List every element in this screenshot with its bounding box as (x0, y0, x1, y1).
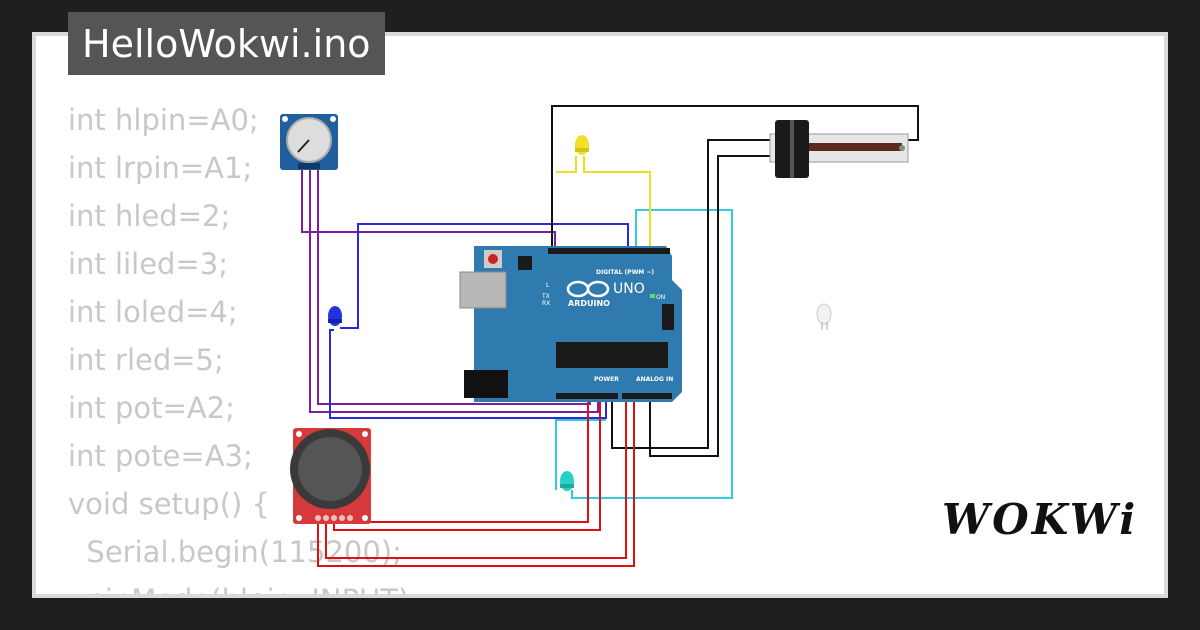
wire-red[interactable] (341, 396, 589, 523)
wire-red[interactable] (333, 396, 601, 531)
analog-header (622, 393, 672, 399)
power-header (556, 393, 618, 399)
code-line: Serial.begin(115200); (68, 535, 402, 569)
code-line: int hlpin=A0; (68, 103, 259, 137)
wire-black[interactable] (649, 155, 770, 457)
wire-blue[interactable] (329, 329, 607, 419)
rotary-potentiometer[interactable] (280, 114, 338, 170)
code-line: int lrpin=A1; (68, 151, 253, 185)
wire-cyan[interactable] (571, 209, 733, 499)
code-line: int liled=3; (68, 247, 228, 281)
power-jack (464, 370, 508, 398)
circuit-diagram[interactable]: ARDUINO UNO DIGITAL (PWM ~) POWER ANALOG… (36, 36, 1164, 594)
wire-purple[interactable] (309, 170, 599, 413)
led-yellow[interactable] (575, 135, 589, 155)
slide-potentiometer[interactable] (769, 120, 909, 178)
reset-button[interactable] (488, 254, 498, 264)
code-line: pinMode(hlpin, INPUT); (68, 576, 419, 594)
wire-red[interactable] (325, 396, 627, 559)
file-title: HelloWokwi.ino (82, 21, 371, 66)
board-brand: ARDUINO (568, 299, 610, 308)
code-line: int rled=5; (68, 343, 224, 377)
on-label: ON (656, 294, 665, 301)
wokwi-logo: WOKWi (942, 495, 1139, 544)
simulation-canvas[interactable]: int hlpin=A0; int lrpin=A1; int hled=2; … (36, 36, 1164, 594)
digital-header (548, 248, 670, 254)
analog-label: ANALOG IN (636, 376, 673, 383)
code-preview: int hlpin=A0; int lrpin=A1; int hled=2; … (68, 96, 419, 594)
analog-joystick[interactable] (290, 428, 371, 524)
wire-yellow[interactable] (556, 156, 577, 173)
board-model: UNO (613, 281, 645, 297)
usb-port (459, 271, 507, 309)
led-white[interactable] (816, 303, 832, 330)
led-cyan[interactable] (560, 471, 574, 491)
tx-label: TX (541, 293, 550, 300)
file-title-box: HelloWokwi.ino (68, 12, 385, 75)
microcontroller-chip (556, 342, 668, 368)
arduino-uno[interactable]: ARDUINO UNO DIGITAL (PWM ~) POWER ANALOG… (459, 246, 682, 402)
digital-label: DIGITAL (PWM ~) (596, 269, 654, 276)
wire-cyan[interactable] (555, 419, 606, 490)
power-label: POWER (594, 376, 619, 383)
l-label: L (546, 282, 550, 289)
wire-purple[interactable] (301, 170, 556, 252)
code-line: int loled=4; (68, 295, 238, 329)
code-line: int pot=A2; (68, 391, 235, 425)
wire-yellow[interactable] (583, 156, 651, 252)
led-blue[interactable] (328, 306, 342, 326)
code-line: int hled=2; (68, 199, 231, 233)
wire-blue[interactable] (340, 223, 629, 329)
code-line: void setup() { (68, 487, 270, 521)
wire-black[interactable] (551, 105, 919, 252)
wire-red[interactable] (317, 396, 635, 567)
code-line: int pote=A3; (68, 439, 253, 473)
rx-label: RX (542, 300, 550, 307)
wire-black[interactable] (611, 139, 770, 449)
